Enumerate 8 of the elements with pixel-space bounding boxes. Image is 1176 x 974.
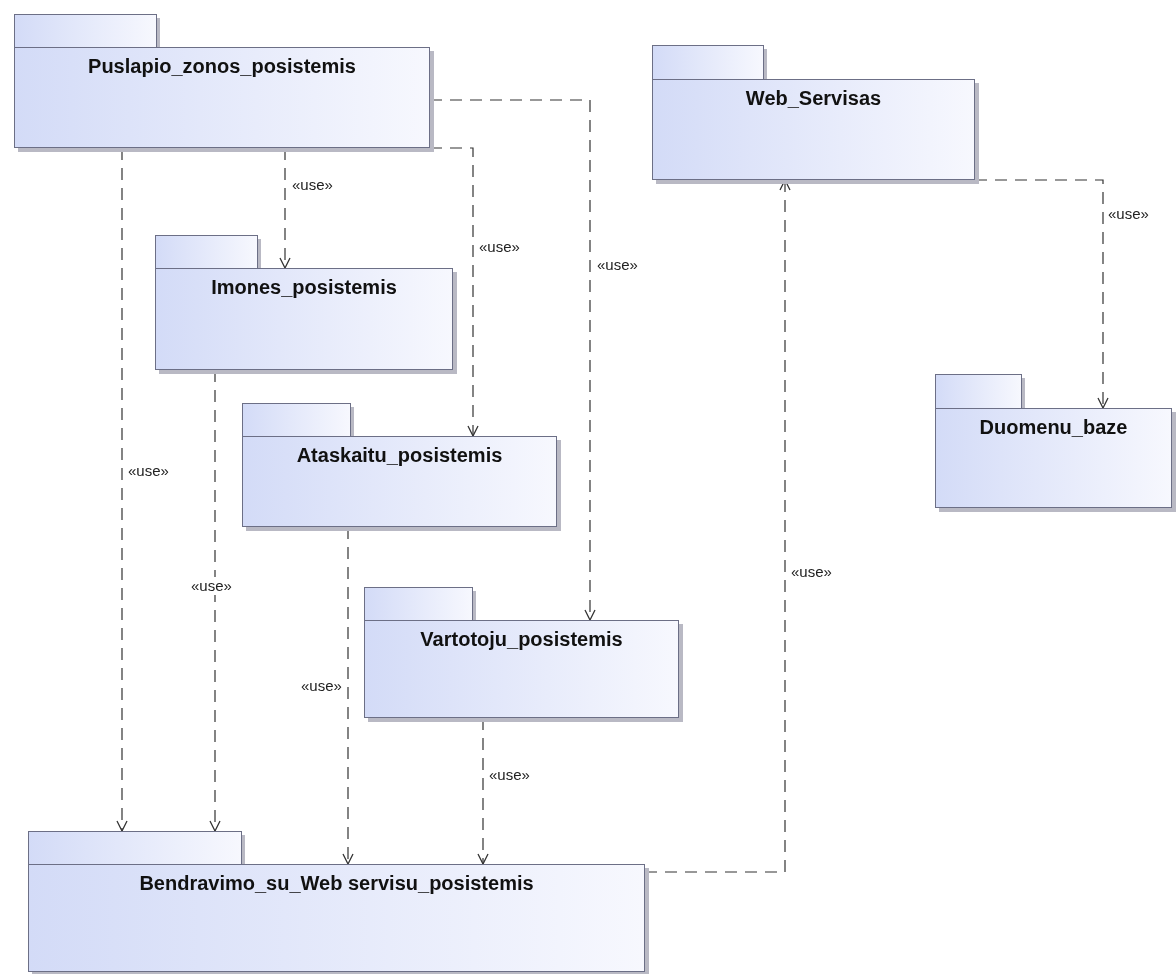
- package-name: Web_Servisas: [744, 87, 883, 110]
- package-name: Imones_posistemis: [210, 276, 398, 299]
- package-name: Vartotoju_posistemis: [419, 628, 624, 651]
- package-name: Duomenu_baze: [978, 416, 1129, 439]
- package-name: Puslapio_zonos_posistemis: [87, 55, 357, 78]
- package-name: Bendravimo_su_Web servisu_posistemis: [138, 872, 535, 895]
- package-name: Ataskaitu_posistemis: [295, 444, 504, 467]
- edge-label: «use»: [190, 577, 233, 595]
